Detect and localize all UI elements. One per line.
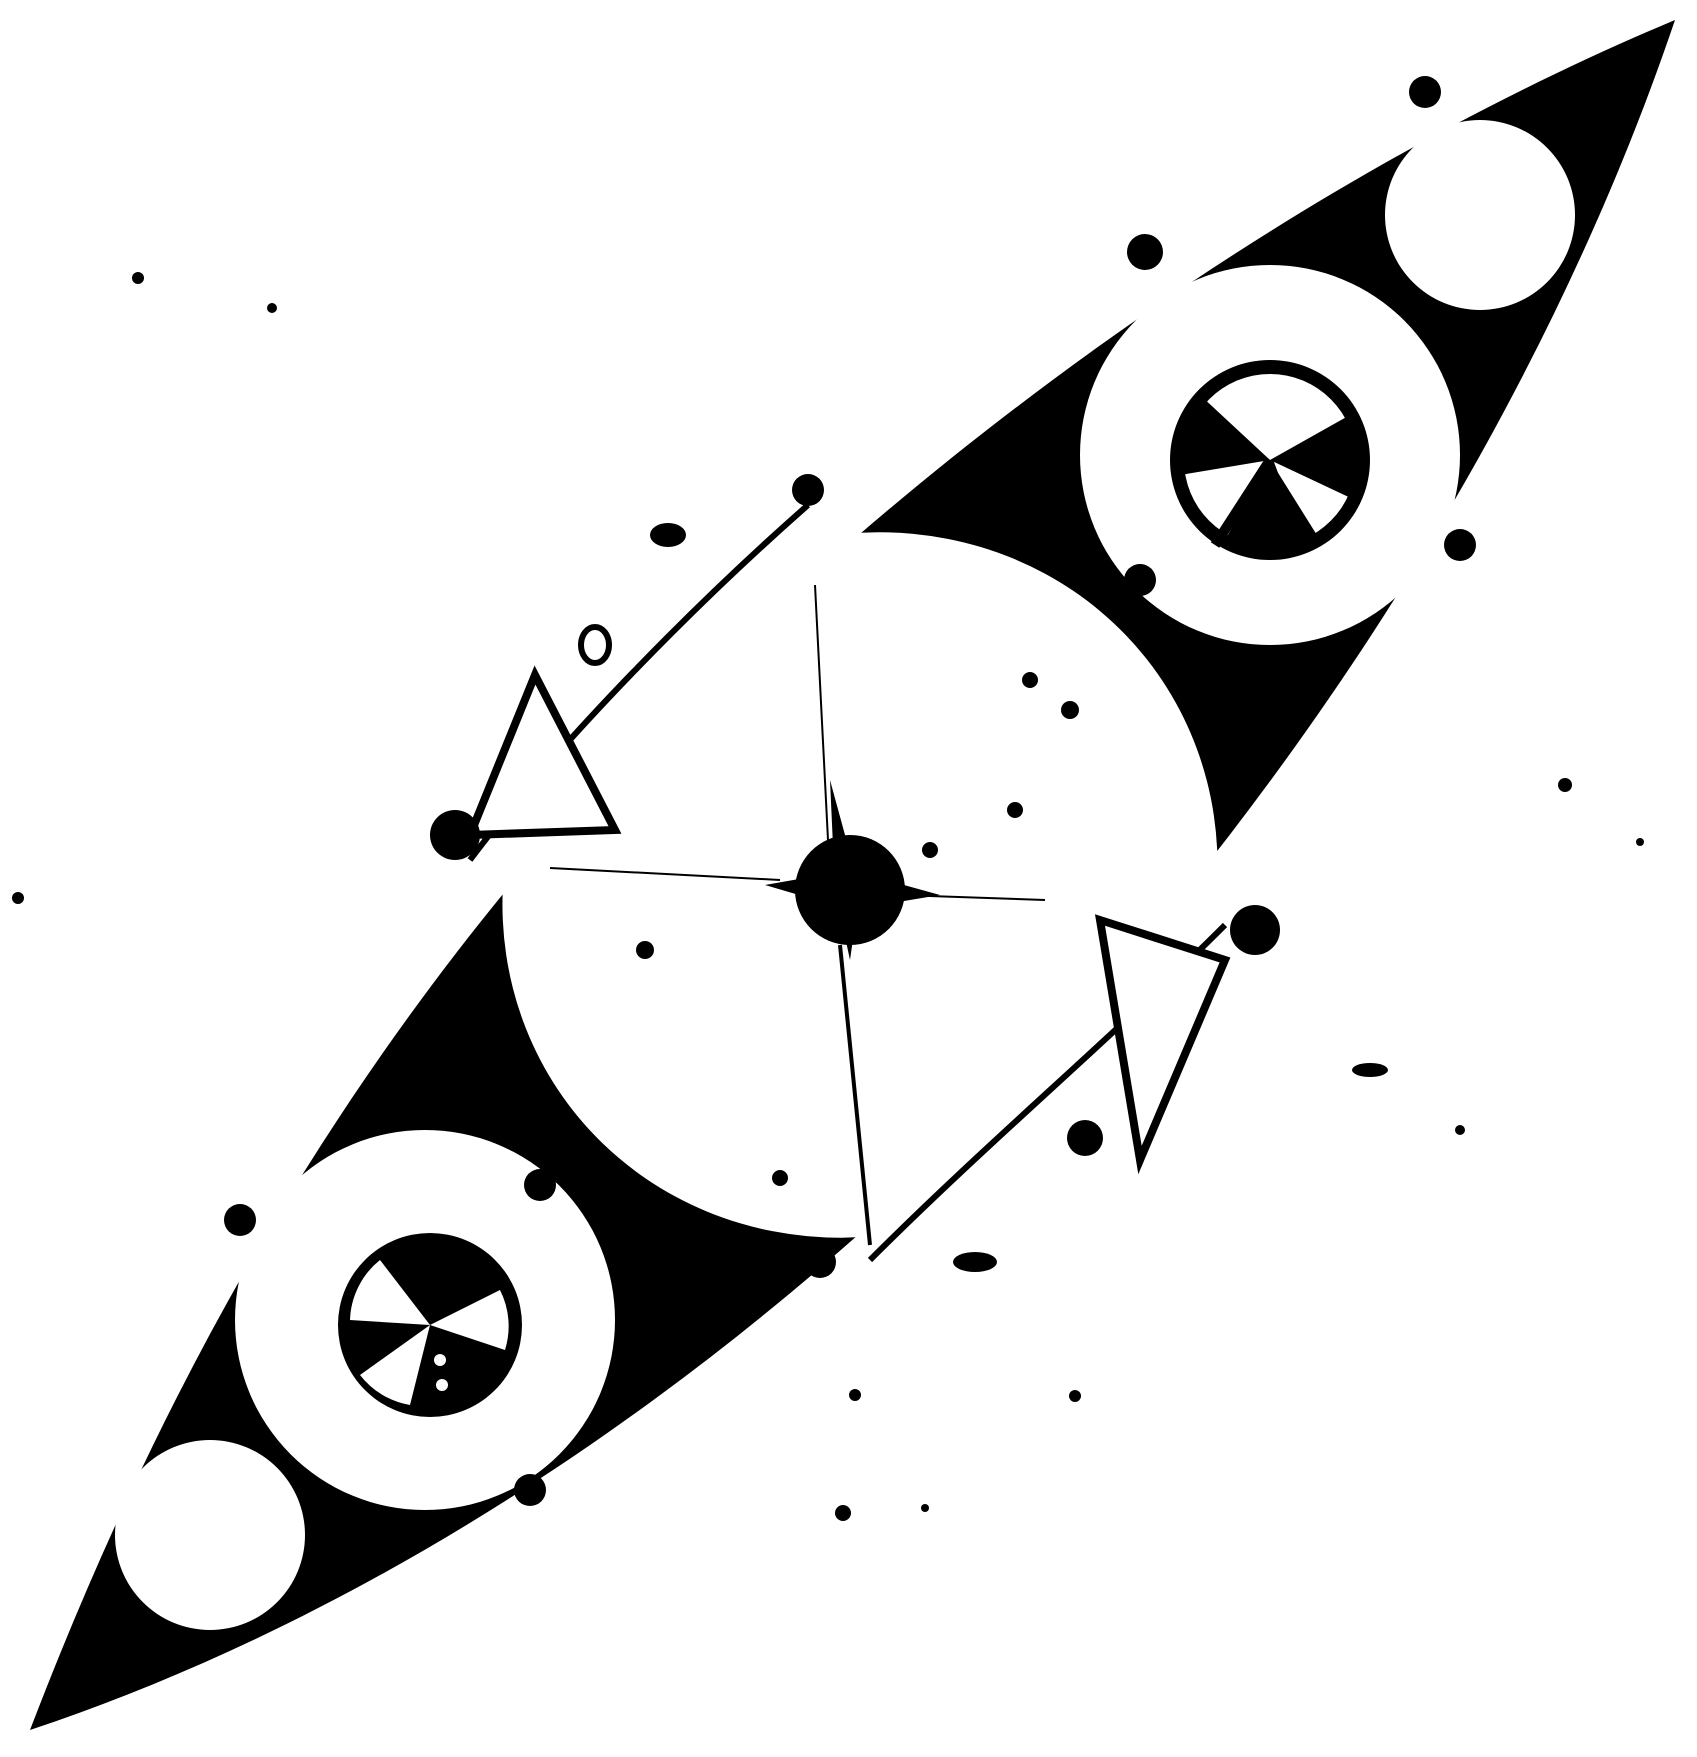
upper-small-circle <box>1385 120 1575 310</box>
lower-small-circle <box>115 1440 305 1630</box>
lower-wheel <box>338 1233 522 1417</box>
upper-wheel <box>1170 360 1370 560</box>
